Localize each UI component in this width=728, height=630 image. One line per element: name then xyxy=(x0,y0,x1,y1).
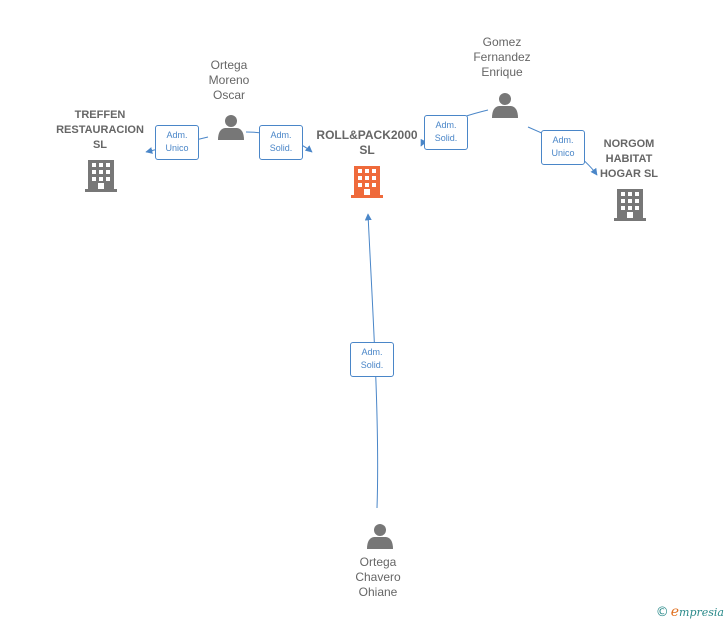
main-company-building-icon[interactable] xyxy=(351,166,383,198)
edge-label-adm-solid[interactable]: Adm. Solid. xyxy=(424,115,468,150)
building-icon[interactable] xyxy=(85,160,117,192)
brand-name: mpresia xyxy=(679,606,724,619)
person-icon[interactable] xyxy=(367,524,393,549)
edge-label-adm-unico[interactable]: Adm. Unico xyxy=(155,125,199,160)
copyright-symbol: © xyxy=(655,605,669,620)
building-icon[interactable] xyxy=(614,189,646,221)
edge-label-adm-unico[interactable]: Adm. Unico xyxy=(541,130,585,165)
person-icon[interactable] xyxy=(218,115,244,140)
node-label-gomez[interactable]: Gomez Fernandez Enrique xyxy=(473,35,531,79)
node-label-ortega-moreno[interactable]: Ortega Moreno Oscar xyxy=(208,58,250,102)
node-label-ortega-chavero[interactable]: Ortega Chavero Ohiane xyxy=(355,555,401,599)
edge-label-adm-solid[interactable]: Adm. Solid. xyxy=(350,342,394,377)
node-label-main-company[interactable]: ROLL&PACK2000 SL xyxy=(316,128,418,157)
person-icon[interactable] xyxy=(492,93,518,118)
brand-initial: e xyxy=(670,604,680,620)
edge-label-adm-solid[interactable]: Adm. Solid. xyxy=(259,125,303,160)
node-label-treffen[interactable]: TREFFEN RESTAURACION SL xyxy=(56,109,144,151)
empresia-logo: ©empresia xyxy=(656,604,724,620)
node-label-norgom[interactable]: NORGOM HABITAT HOGAR SL xyxy=(599,138,659,180)
